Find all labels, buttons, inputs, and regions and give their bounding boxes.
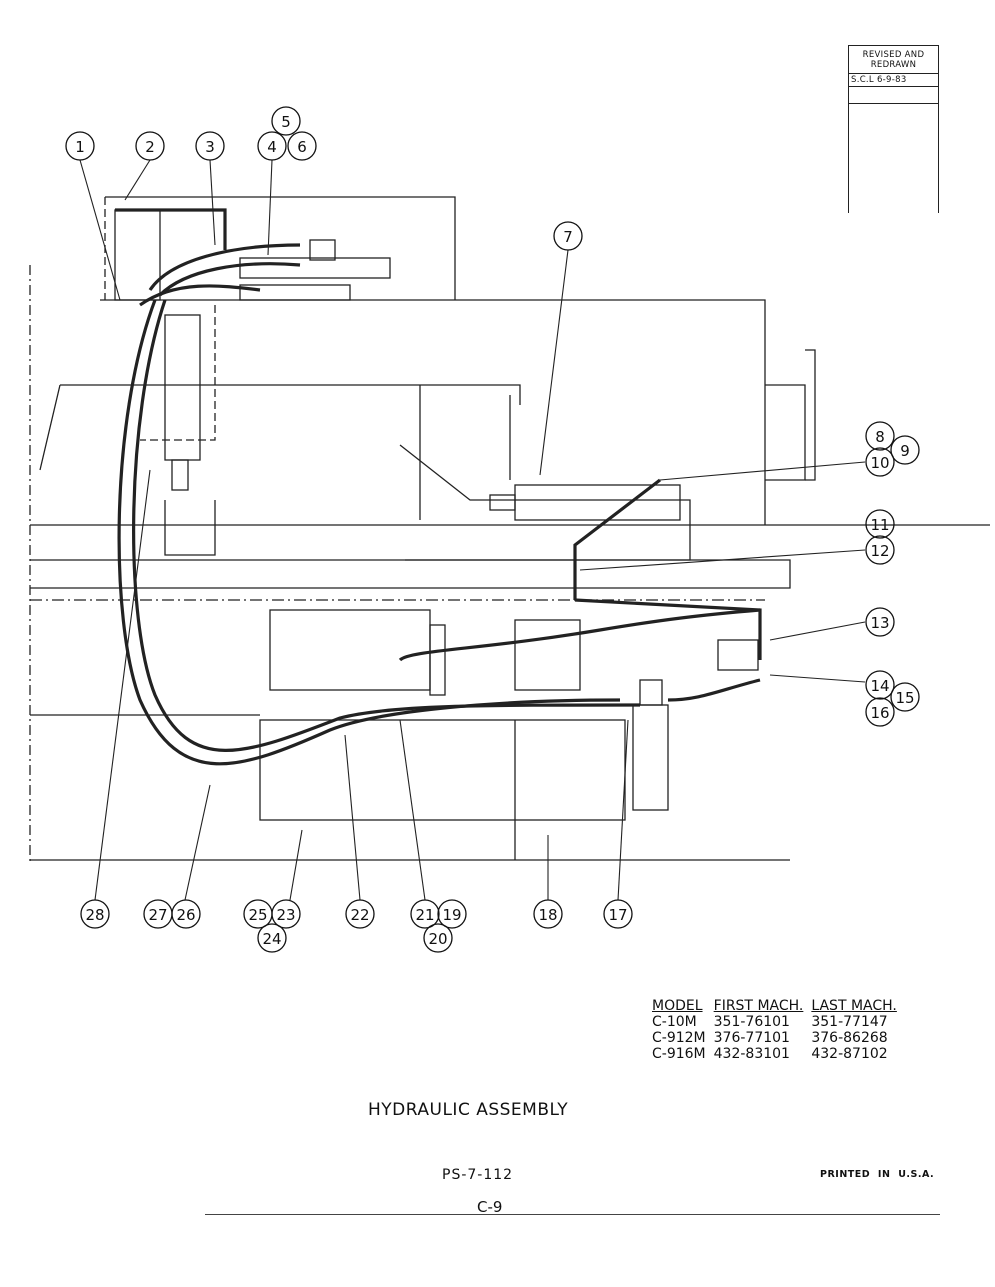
callout-21 — [410, 899, 440, 929]
revision-block: REVISED AND REDRAWN S.C.L 6-9-83 — [848, 45, 939, 213]
callout-label-7: 7 — [563, 228, 573, 246]
sheet-number: C-9 — [477, 1198, 503, 1216]
callout-label-21: 21 — [415, 906, 434, 924]
callout-2 — [135, 131, 165, 161]
footer-rule — [205, 1214, 940, 1215]
callout-8 — [865, 421, 895, 451]
callout-12 — [865, 535, 895, 565]
last-mach-cell: 432-87102 — [811, 1046, 888, 1062]
callout-label-14: 14 — [870, 677, 889, 695]
callout-28 — [80, 899, 110, 929]
printed-in-usa: PRINTED IN U.S.A. — [820, 1169, 935, 1180]
callout-14 — [865, 670, 895, 700]
callout-label-28: 28 — [85, 906, 104, 924]
callout-label-5: 5 — [281, 113, 291, 131]
callout-label-1: 1 — [75, 138, 85, 156]
first-mach-cell: 432-83101 — [713, 1046, 790, 1062]
drawing-title: HYDRAULIC ASSEMBLY — [368, 1100, 569, 1120]
callout-label-8: 8 — [875, 428, 885, 446]
revision-line-2: REDRAWN — [870, 60, 917, 70]
header-last-mach: LAST MACH. — [811, 998, 897, 1014]
callout-6 — [287, 131, 317, 161]
callout-label-22: 22 — [350, 906, 369, 924]
callout-10 — [865, 447, 895, 477]
revision-line-1: REVISED AND — [862, 50, 925, 60]
model-cell: C-916M — [652, 1046, 706, 1062]
callout-1 — [65, 131, 95, 161]
first-mach-cell: 376-77101 — [713, 1030, 790, 1046]
callout-label-26: 26 — [176, 906, 195, 924]
callout-label-6: 6 — [297, 138, 307, 156]
callout-27 — [143, 899, 173, 929]
callout-9 — [890, 435, 920, 465]
revision-initials-date: S.C.L 6-9-83 — [849, 73, 938, 87]
callout-label-20: 20 — [428, 930, 447, 948]
callout-17 — [603, 899, 633, 929]
model-range-table: MODEL FIRST MACH. LAST MACH. C-10M 351-7… — [652, 998, 905, 1062]
callout-16 — [865, 697, 895, 727]
callout-label-24: 24 — [262, 930, 281, 948]
callout-24 — [257, 923, 287, 953]
header-model: MODEL — [652, 998, 703, 1014]
callout-label-11: 11 — [870, 516, 889, 534]
header-first-mach: FIRST MACH. — [713, 998, 804, 1014]
callout-3 — [195, 131, 225, 161]
callout-label-15: 15 — [895, 689, 914, 707]
callout-20 — [423, 923, 453, 953]
callout-label-2: 2 — [145, 138, 155, 156]
first-mach-cell: 351-76101 — [713, 1014, 790, 1030]
callout-label-17: 17 — [608, 906, 627, 924]
callout-label-27: 27 — [148, 906, 167, 924]
callout-15 — [890, 682, 920, 712]
model-cell: C-10M — [652, 1014, 697, 1030]
callout-18 — [533, 899, 563, 929]
callout-label-16: 16 — [870, 704, 889, 722]
callout-label-9: 9 — [900, 442, 910, 460]
callout-22 — [345, 899, 375, 929]
callout-label-18: 18 — [538, 906, 557, 924]
callout-label-3: 3 — [205, 138, 215, 156]
callout-label-12: 12 — [870, 542, 889, 560]
callout-5 — [271, 106, 301, 136]
callout-13 — [865, 607, 895, 637]
callout-label-25: 25 — [248, 906, 267, 924]
page-number: PS-7-112 — [442, 1167, 514, 1183]
callout-label-19: 19 — [442, 906, 461, 924]
model-cell: C-912M — [652, 1030, 706, 1046]
callout-11 — [865, 509, 895, 539]
last-mach-cell: 376-86268 — [811, 1030, 888, 1046]
table-row: C-916M 432-83101 432-87102 — [652, 1046, 905, 1062]
callout-25 — [243, 899, 273, 929]
table-row: C-10M 351-76101 351-77147 — [652, 1014, 905, 1030]
callout-label-23: 23 — [276, 906, 295, 924]
callout-19 — [437, 899, 467, 929]
callout-label-13: 13 — [870, 614, 889, 632]
last-mach-cell: 351-77147 — [811, 1014, 888, 1030]
callout-label-10: 10 — [870, 454, 889, 472]
table-row: C-912M 376-77101 376-86268 — [652, 1030, 905, 1046]
callout-7 — [553, 221, 583, 251]
callout-4 — [257, 131, 287, 161]
callout-label-4: 4 — [267, 138, 277, 156]
